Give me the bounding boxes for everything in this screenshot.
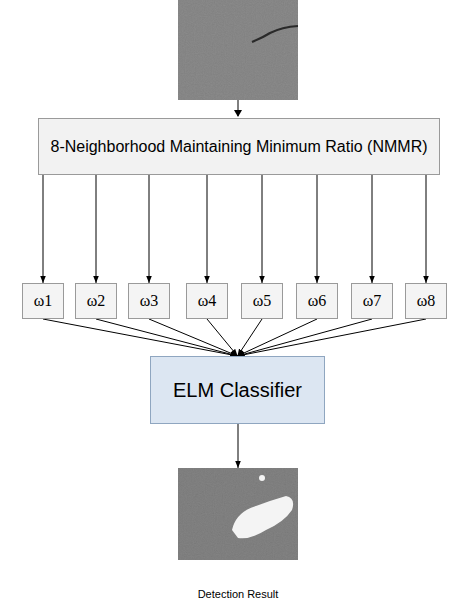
node-label: ELM Classifier bbox=[169, 378, 306, 403]
connector-arrow bbox=[238, 319, 318, 356]
detected-dot bbox=[259, 475, 265, 481]
classifier-box: ELM Classifier bbox=[150, 356, 325, 424]
connector-arrow bbox=[43, 175, 44, 283]
node-label: ω8 bbox=[413, 291, 440, 311]
connector-arrow bbox=[96, 175, 97, 283]
feature-box: ω4 bbox=[186, 283, 228, 319]
texture-image bbox=[178, 0, 298, 100]
connector-arrow bbox=[426, 175, 427, 283]
feature-box: ω3 bbox=[128, 283, 170, 319]
texture-image bbox=[178, 468, 298, 560]
node-label: ω6 bbox=[304, 291, 331, 311]
connector-arrow bbox=[96, 319, 238, 356]
node-label: ω5 bbox=[249, 291, 276, 311]
crack-line bbox=[252, 26, 298, 42]
connector-arrow bbox=[207, 319, 238, 356]
connector-arrow bbox=[317, 175, 318, 283]
node-label: ω2 bbox=[83, 291, 110, 311]
connector-arrow bbox=[238, 319, 263, 356]
feature-box: ω7 bbox=[351, 283, 393, 319]
connector-arrow bbox=[149, 319, 238, 356]
result-image bbox=[178, 468, 298, 560]
node-label: ω7 bbox=[359, 291, 386, 311]
node-label: ω3 bbox=[136, 291, 163, 311]
connector-arrow bbox=[238, 319, 373, 356]
input-image bbox=[178, 0, 298, 100]
node-label: 8-Neighborhood Maintaining Minimum Ratio… bbox=[46, 137, 431, 157]
result-node: Detection Result bbox=[178, 468, 298, 608]
feature-box: ω8 bbox=[405, 283, 447, 319]
connector-arrow bbox=[238, 319, 427, 356]
node-label: ω4 bbox=[194, 291, 221, 311]
feature-box: ω5 bbox=[241, 283, 283, 319]
connector-arrow bbox=[262, 175, 263, 283]
node-label: Detection Result bbox=[198, 588, 279, 608]
feature-box: ω6 bbox=[296, 283, 338, 319]
process-box: 8-Neighborhood Maintaining Minimum Ratio… bbox=[38, 118, 440, 175]
detected-region bbox=[232, 496, 293, 538]
feature-box: ω1 bbox=[22, 283, 64, 319]
feature-box: ω2 bbox=[75, 283, 117, 319]
node-label: ω1 bbox=[30, 291, 57, 311]
arrow-head bbox=[234, 110, 242, 117]
connector-arrow bbox=[149, 175, 150, 283]
connector-arrow bbox=[372, 175, 373, 283]
connector-arrow bbox=[43, 319, 238, 356]
connector-arrow bbox=[238, 424, 239, 468]
connector-arrow bbox=[207, 175, 208, 283]
